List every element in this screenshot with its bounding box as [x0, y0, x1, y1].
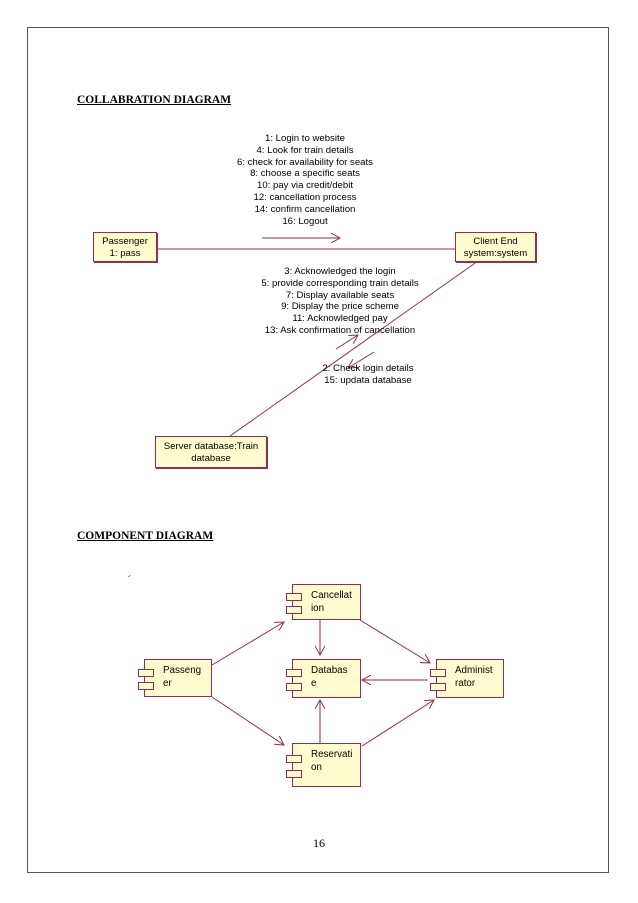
component-tab: [286, 606, 302, 614]
message-label: 12: cancellation process: [253, 191, 357, 203]
component-label: Databas e: [311, 665, 348, 689]
component-administrator[interactable]: Administ rator: [430, 659, 504, 698]
message-label: 15: updata database: [324, 374, 412, 386]
component-tab: [430, 683, 446, 691]
object-server-database[interactable]: Server database:Train database: [155, 436, 267, 468]
component-tab: [286, 755, 302, 763]
message-label: 11: Acknowledged pay: [292, 313, 388, 325]
page-border: [27, 27, 609, 873]
page-number: 16: [313, 836, 325, 850]
message-label: 8: choose a specific seats: [250, 168, 360, 180]
object-passenger[interactable]: Passenger 1: pass: [93, 232, 157, 262]
component-label: Passeng er: [163, 665, 202, 689]
component-tab: [138, 669, 154, 677]
object-role: system:system: [463, 247, 528, 259]
object-role: 1: pass: [109, 247, 141, 259]
component-reservation[interactable]: Reservati on: [286, 743, 361, 787]
component-label: Administ rator: [455, 665, 493, 689]
arrow-to-server: [348, 351, 375, 368]
component-tab: [138, 682, 154, 690]
message-label: 6: check for availability for seats: [237, 156, 373, 168]
dep-passenger-cancellation: [211, 622, 284, 666]
object-client-end-system[interactable]: Client End system:system: [455, 232, 536, 262]
component-tab: [286, 593, 302, 601]
component-database[interactable]: Databas e: [286, 659, 361, 698]
dep-cancellation-administrator: [359, 619, 430, 663]
component-passenger[interactable]: Passeng er: [138, 659, 212, 697]
message-label: 13: Ask confirmation of cancellation: [264, 324, 416, 336]
object-role: database: [191, 452, 231, 464]
collaboration-diagram-heading: COLLABRATION DIAGRAM: [77, 94, 232, 106]
component-label: Cancellat ion: [311, 590, 352, 614]
arrow-from-client: [335, 335, 358, 350]
message-label: 1: Login to website: [264, 133, 345, 144]
messages-to-server: 2: Check login details 15: updata databa…: [308, 363, 428, 387]
message-label: 3: Acknowledged the login: [284, 266, 396, 277]
object-name: Server database:Train: [163, 441, 259, 452]
message-label: 5: provide corresponding train details: [261, 277, 419, 289]
message-label: 14: confirm cancellation: [254, 203, 356, 215]
messages-to-client: 1: Login to website 4: Look for train de…: [220, 133, 390, 227]
component-tab: [286, 770, 302, 778]
stray-mark: ´: [128, 575, 132, 586]
link-client-server: [229, 260, 479, 437]
component-cancellation[interactable]: Cancellat ion: [286, 584, 361, 620]
message-label: 4: Look for train details: [256, 144, 354, 156]
message-label: 2: Check login details: [322, 363, 414, 374]
dep-passenger-reservation: [211, 696, 284, 745]
component-label: Reservati on: [311, 749, 353, 773]
component-tab: [286, 683, 302, 691]
messages-from-client: 3: Acknowledged the login 5: provide cor…: [245, 266, 435, 337]
component-tab: [286, 669, 302, 677]
message-label: 16: Logout: [282, 215, 328, 227]
message-label: 7: Display available seats: [285, 289, 395, 301]
message-label: 10: pay via credit/debit: [257, 180, 353, 192]
dep-reservation-administrator: [361, 700, 434, 747]
message-label: 9: Display the price scheme: [281, 301, 399, 313]
component-tab: [430, 669, 446, 677]
component-diagram-heading: COMPONENT DIAGRAM: [77, 530, 214, 542]
object-name: Passenger: [102, 236, 148, 247]
object-name: Client End: [473, 236, 518, 247]
